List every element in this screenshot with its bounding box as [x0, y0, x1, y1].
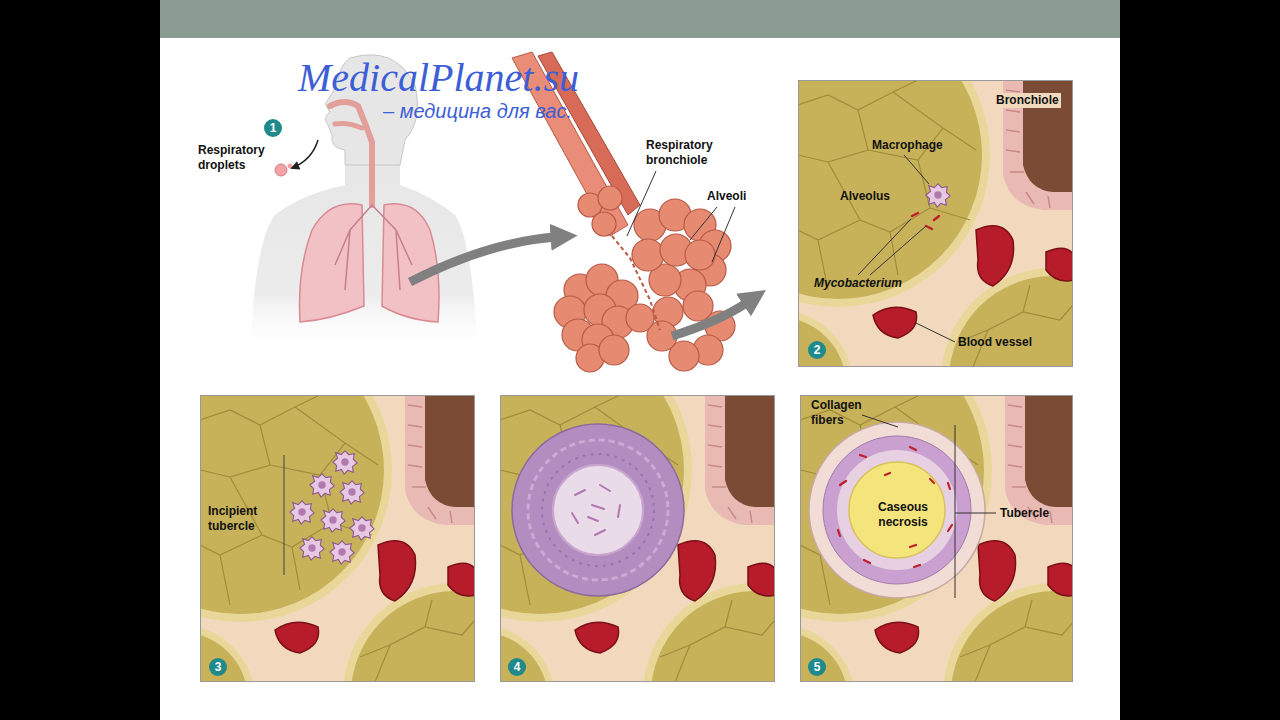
alveolus-sac — [598, 186, 622, 210]
panel-caseous-tubercle — [688, 318, 1167, 720]
mycobacterium-rod — [934, 216, 939, 220]
part-label: Mycobacterium — [814, 276, 902, 291]
part-label: Blood vessel — [958, 335, 1032, 350]
panel-border — [801, 396, 1073, 682]
mycobacteria — [838, 447, 952, 567]
inner-ring — [837, 450, 957, 570]
droplet — [275, 164, 287, 176]
part-label: Respiratory bronchiole — [646, 138, 728, 168]
tissue-scene — [688, 318, 1167, 720]
mycobacterium-rod — [930, 479, 934, 483]
cell-layer — [528, 440, 668, 580]
mycobacterium-rod — [914, 565, 920, 567]
leader-line — [916, 323, 955, 342]
part-label: Bronchiole — [994, 93, 1061, 108]
mycobacterium-rod — [860, 455, 866, 457]
zoom-arrow — [672, 302, 748, 336]
callout-number: 1 — [264, 119, 282, 137]
mycobacterium-rod — [885, 473, 890, 475]
leader-line — [862, 415, 898, 427]
part-label: Caseous necrosis — [868, 500, 938, 530]
macrophage — [310, 474, 334, 497]
bracket-line — [284, 455, 285, 575]
droplet-arrow — [292, 140, 318, 168]
part-label: Alveoli — [707, 189, 746, 204]
bronchi — [335, 205, 412, 290]
leader-line — [904, 155, 929, 184]
panel-growing-tubercle — [388, 318, 867, 720]
macrophage — [330, 541, 354, 564]
panel-border — [201, 396, 475, 682]
watermark-subtitle: – медицина для вас. — [383, 100, 572, 122]
cell-ring — [823, 436, 971, 584]
callout-number: 4 — [508, 658, 526, 676]
mycobacterium-rod — [840, 481, 846, 485]
alveolus-sac — [592, 212, 616, 236]
body-silhouette — [250, 160, 478, 352]
part-label: Respiratory droplets — [198, 143, 280, 173]
panel-border — [501, 396, 775, 682]
alveolus-sac — [632, 239, 664, 271]
airflow-path — [612, 236, 660, 330]
part-label: Incipient tubercle — [208, 504, 280, 534]
leader-line — [627, 171, 656, 236]
alveolus-sac — [685, 240, 715, 270]
macrophage — [926, 184, 950, 207]
macrophage — [321, 509, 345, 532]
mycobacterium-rod — [912, 213, 918, 216]
tissue-scene — [88, 318, 567, 720]
alveolus-sac — [599, 335, 629, 365]
macrophage — [300, 537, 324, 560]
callout-number: 2 — [808, 341, 826, 359]
tubercle-mass — [512, 424, 684, 596]
leader-line — [690, 207, 735, 262]
mycobacterium-rod — [838, 530, 840, 536]
mycobacterium-rod — [948, 483, 950, 489]
mycobacterium-rod — [864, 560, 870, 563]
collagen-capsule — [809, 422, 985, 598]
mouth-airway — [335, 124, 362, 129]
macrophage — [350, 517, 374, 540]
leader-line — [858, 219, 926, 275]
mycobacterium-rod — [910, 447, 916, 450]
callout-number: 5 — [808, 658, 826, 676]
alveolus-sac — [626, 304, 654, 332]
tubercle-core — [553, 465, 643, 555]
zoom-arrow — [410, 237, 556, 282]
cell-layer — [542, 454, 654, 566]
airway — [330, 102, 372, 205]
tissue-scene — [388, 318, 867, 720]
lung — [300, 204, 365, 322]
bracket-line — [955, 425, 996, 598]
macrophage — [340, 481, 364, 504]
mycobacterium-rod — [948, 525, 952, 531]
mycobacterium-rod — [910, 545, 916, 547]
droplet — [288, 164, 293, 169]
part-label: Alveolus — [840, 189, 890, 204]
callout-number: 3 — [209, 658, 227, 676]
part-label: Macrophage — [872, 138, 943, 153]
part-label: Collagen fibers — [811, 398, 875, 428]
part-label: Tubercle — [1000, 506, 1049, 521]
caseous-center — [849, 462, 945, 558]
mycobacterium-rod — [926, 226, 932, 229]
alveolus-cluster — [554, 186, 735, 372]
macrophage — [333, 451, 357, 474]
header-bar — [160, 0, 1120, 38]
panel-border — [799, 81, 1073, 367]
core-cells — [572, 485, 620, 535]
panel-incipient-tubercle — [88, 318, 567, 720]
macrophage — [290, 501, 314, 524]
watermark: MedicalPlanet.su — [298, 56, 579, 100]
